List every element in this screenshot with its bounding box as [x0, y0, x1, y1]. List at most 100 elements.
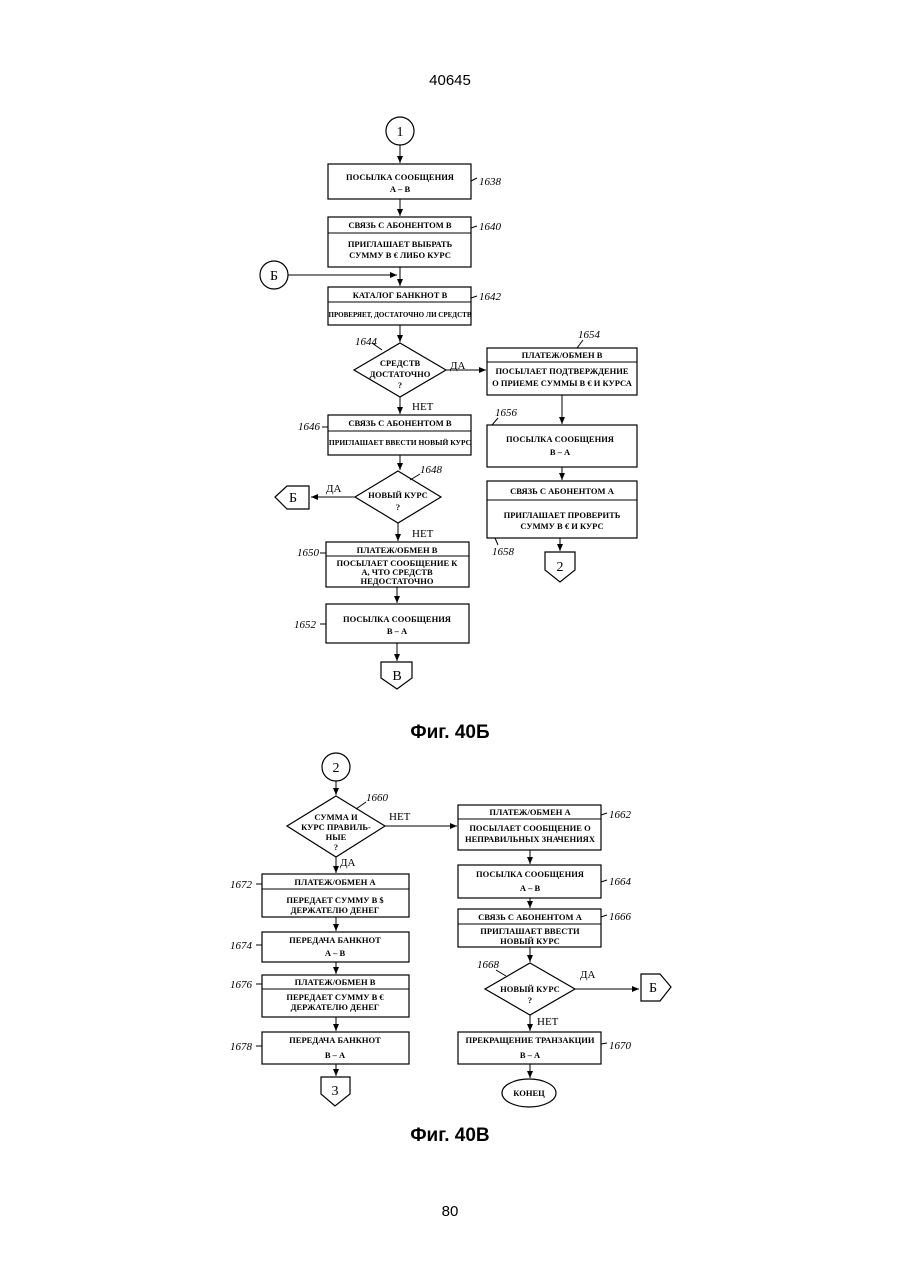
svg-text:1650: 1650 — [297, 547, 320, 559]
svg-text:А – В: А – В — [325, 948, 346, 958]
svg-text:1674: 1674 — [230, 940, 253, 952]
box-1674: ПЕРЕДАЧА БАНКНОТ А – В 1674 — [230, 932, 409, 962]
caption-fig-40v: Фиг. 40В — [410, 1125, 489, 1146]
svg-text:СУММА И: СУММА И — [314, 812, 358, 822]
svg-text:ПОСЫЛАЕТ ПОДТВЕРЖДЕНИЕ: ПОСЫЛАЕТ ПОДТВЕРЖДЕНИЕ — [495, 366, 628, 376]
decision-1648: НОВЫЙ КУРС ? 1648 ДА НЕТ — [326, 464, 443, 540]
svg-text:ПРИГЛАШАЕТ ВВЕСТИ: ПРИГЛАШАЕТ ВВЕСТИ — [480, 926, 580, 936]
svg-text:ПОСЫЛКА СООБЩЕНИЯ: ПОСЫЛКА СООБЩЕНИЯ — [476, 869, 584, 879]
svg-text:?: ? — [528, 995, 532, 1005]
svg-text:ПРИГЛАШАЕТ ПРОВЕРИТЬ: ПРИГЛАШАЕТ ПРОВЕРИТЬ — [504, 510, 621, 520]
box-1654: ПЛАТЕЖ/ОБМЕН В ПОСЫЛАЕТ ПОДТВЕРЖДЕНИЕ О … — [487, 329, 637, 395]
svg-text:1644: 1644 — [355, 336, 378, 348]
svg-text:1656: 1656 — [495, 407, 518, 419]
svg-text:ПОСЫЛКА СООБЩЕНИЯ: ПОСЫЛКА СООБЩЕНИЯ — [346, 172, 454, 182]
svg-text:О ПРИЕМЕ СУММЫ В € И КУРСА: О ПРИЕМЕ СУММЫ В € И КУРСА — [492, 378, 633, 388]
svg-text:1638: 1638 — [479, 176, 502, 188]
page-number: 80 — [442, 1203, 459, 1220]
box-1670: ПРЕКРАЩЕНИЕ ТРАНЗАКЦИИ В – А 1670 — [458, 1032, 632, 1064]
svg-text:НЕТ: НЕТ — [537, 1016, 559, 1028]
svg-text:1670: 1670 — [609, 1040, 632, 1052]
svg-text:ПЛАТЕЖ/ОБМЕН В: ПЛАТЕЖ/ОБМЕН В — [522, 350, 603, 360]
decision-1660: СУММА И КУРС ПРАВИЛЬ- НЫЕ ? 1660 НЕТ ДА — [287, 792, 411, 869]
svg-text:ДЕРЖАТЕЛЮ ДЕНЕГ: ДЕРЖАТЕЛЮ ДЕНЕГ — [291, 905, 380, 915]
connector-2-out: 2 — [545, 552, 575, 582]
svg-text:1642: 1642 — [479, 291, 502, 303]
connector-1-in: 1 — [386, 117, 414, 145]
connector-b-out-2: Б — [641, 974, 671, 1001]
box-1662: ПЛАТЕЖ/ОБМЕН А ПОСЫЛАЕТ СООБЩЕНИЕ О НЕПР… — [458, 805, 632, 850]
box-1642: КАТАЛОГ БАНКНОТ В ПРОВЕРЯЕТ, ДОСТАТОЧНО … — [328, 287, 502, 325]
svg-text:1666: 1666 — [609, 911, 632, 923]
svg-text:1668: 1668 — [477, 959, 500, 971]
svg-text:КОНЕЦ: КОНЕЦ — [513, 1088, 545, 1098]
svg-text:1: 1 — [397, 125, 404, 140]
svg-text:ПЛАТЕЖ/ОБМЕН В: ПЛАТЕЖ/ОБМЕН В — [295, 977, 376, 987]
svg-text:НЕТ: НЕТ — [412, 528, 434, 540]
figure-40v: 2 СУММА И КУРС ПРАВИЛЬ- НЫЕ ? 1660 НЕТ Д… — [230, 753, 671, 1146]
svg-text:ПРИГЛАШАЕТ ВЫБРАТЬ: ПРИГЛАШАЕТ ВЫБРАТЬ — [348, 239, 453, 249]
svg-text:СВЯЗЬ С АБОНЕНТОМ А: СВЯЗЬ С АБОНЕНТОМ А — [478, 912, 583, 922]
svg-text:1646: 1646 — [298, 421, 321, 433]
decision-1644: СРЕДСТВ ДОСТАТОЧНО ? 1644 ДА НЕТ — [354, 336, 466, 413]
box-1640: СВЯЗЬ С АБОНЕНТОМ В ПРИГЛАШАЕТ ВЫБРАТЬ С… — [328, 217, 502, 267]
svg-text:Б: Б — [270, 269, 278, 284]
svg-text:1640: 1640 — [479, 221, 502, 233]
figure-40b: 1 ПОСЫЛКА СООБЩЕНИЯ А – В 1638 СВЯЗЬ С А… — [260, 117, 637, 743]
svg-text:1678: 1678 — [230, 1041, 253, 1053]
caption-fig-40b: Фиг. 40Б — [410, 722, 489, 743]
box-1650: ПЛАТЕЖ/ОБМЕН В ПОСЫЛАЕТ СООБЩЕНИЕ К А, Ч… — [297, 542, 469, 587]
terminator-end: КОНЕЦ — [502, 1079, 556, 1107]
svg-text:НЕПРАВИЛЬНЫХ ЗНАЧЕНИЯХ: НЕПРАВИЛЬНЫХ ЗНАЧЕНИЯХ — [465, 834, 596, 844]
svg-text:ПОСЫЛКА СООБЩЕНИЯ: ПОСЫЛКА СООБЩЕНИЯ — [506, 434, 614, 444]
svg-text:Б: Б — [649, 981, 657, 996]
svg-text:ПРОВЕРЯЕТ, ДОСТАТОЧНО ЛИ СРЕДС: ПРОВЕРЯЕТ, ДОСТАТОЧНО ЛИ СРЕДСТВ — [329, 311, 472, 319]
svg-text:ДЕРЖАТЕЛЮ ДЕНЕГ: ДЕРЖАТЕЛЮ ДЕНЕГ — [291, 1002, 380, 1012]
svg-text:1662: 1662 — [609, 809, 632, 821]
svg-text:СУММУ В € И КУРС: СУММУ В € И КУРС — [520, 521, 603, 531]
svg-text:1676: 1676 — [230, 979, 253, 991]
box-1678: ПЕРЕДАЧА БАНКНОТ В – А 1678 — [230, 1032, 409, 1064]
svg-text:КАТАЛОГ БАНКНОТ В: КАТАЛОГ БАНКНОТ В — [353, 290, 448, 300]
svg-text:2: 2 — [557, 560, 564, 575]
svg-text:1664: 1664 — [609, 876, 632, 888]
svg-text:3: 3 — [332, 1084, 339, 1099]
box-1672: ПЛАТЕЖ/ОБМЕН А ПЕРЕДАЕТ СУММУ В $ ДЕРЖАТ… — [230, 874, 409, 917]
svg-text:ПЕРЕДАЕТ СУММУ В $: ПЕРЕДАЕТ СУММУ В $ — [286, 895, 384, 905]
svg-text:ДОСТАТОЧНО: ДОСТАТОЧНО — [370, 369, 431, 379]
svg-text:В – А: В – А — [550, 447, 571, 457]
connector-b-in: Б — [260, 261, 288, 289]
connector-3-out: 3 — [321, 1077, 350, 1106]
box-1666: СВЯЗЬ С АБОНЕНТОМ А ПРИГЛАШАЕТ ВВЕСТИ НО… — [458, 909, 632, 947]
svg-text:В – А: В – А — [387, 626, 408, 636]
svg-text:1652: 1652 — [294, 619, 317, 631]
svg-text:?: ? — [396, 502, 400, 512]
svg-text:СВЯЗЬ С АБОНЕНТОМ В: СВЯЗЬ С АБОНЕНТОМ В — [348, 418, 452, 428]
svg-text:ПОСЫЛАЕТ СООБЩЕНИЕ О: ПОСЫЛАЕТ СООБЩЕНИЕ О — [469, 823, 591, 833]
box-1658: СВЯЗЬ С АБОНЕНТОМ А ПРИГЛАШАЕТ ПРОВЕРИТЬ… — [487, 481, 637, 558]
svg-text:НЫЕ: НЫЕ — [326, 832, 347, 842]
svg-text:ПЛАТЕЖ/ОБМЕН В: ПЛАТЕЖ/ОБМЕН В — [357, 545, 438, 555]
svg-text:ПРИГЛАШАЕТ ВВЕСТИ НОВЫЙ КУРС: ПРИГЛАШАЕТ ВВЕСТИ НОВЫЙ КУРС — [329, 438, 471, 447]
svg-text:ПЛАТЕЖ/ОБМЕН А: ПЛАТЕЖ/ОБМЕН А — [294, 877, 376, 887]
svg-text:ПЕРЕДАЧА БАНКНОТ: ПЕРЕДАЧА БАНКНОТ — [289, 935, 381, 945]
svg-text:А – В: А – В — [520, 883, 541, 893]
svg-text:В – А: В – А — [325, 1050, 346, 1060]
svg-text:1660: 1660 — [366, 792, 389, 804]
svg-text:2: 2 — [333, 761, 340, 776]
svg-text:НОВЫЙ КУРС: НОВЫЙ КУРС — [368, 490, 428, 500]
connector-v-out: В — [381, 662, 412, 689]
document-number: 40645 — [429, 72, 471, 89]
svg-text:1658: 1658 — [492, 546, 515, 558]
svg-text:НОВЫЙ КУРС: НОВЫЙ КУРС — [500, 984, 560, 994]
svg-text:НЕТ: НЕТ — [412, 401, 434, 413]
svg-text:СУММУ В € ЛИБО КУРС: СУММУ В € ЛИБО КУРС — [349, 250, 451, 260]
svg-text:ДА: ДА — [340, 857, 356, 869]
connector-b-out: Б — [275, 486, 309, 509]
svg-text:В – А: В – А — [520, 1050, 541, 1060]
svg-text:1672: 1672 — [230, 879, 253, 891]
decision-1668: НОВЫЙ КУРС ? 1668 ДА НЕТ — [477, 959, 596, 1028]
svg-text:КУРС ПРАВИЛЬ-: КУРС ПРАВИЛЬ- — [301, 822, 371, 832]
